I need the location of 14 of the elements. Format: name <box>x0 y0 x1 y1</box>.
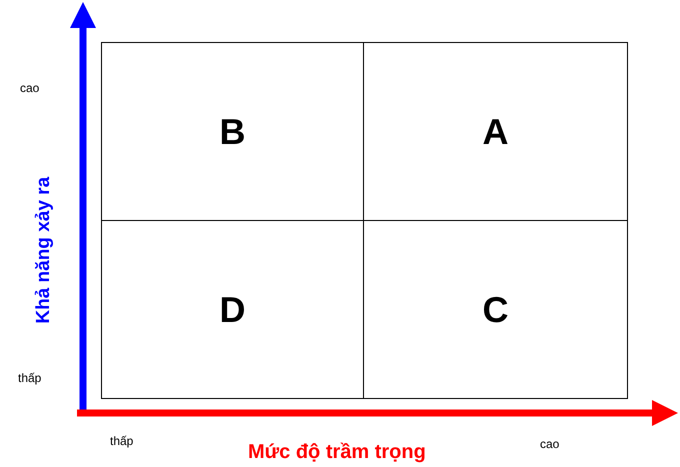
matrix-cell <box>101 220 364 399</box>
axis-tick-label: cao <box>20 80 40 97</box>
quadrant-letter: B <box>220 114 246 150</box>
axis-title: Mức độ trầm trọng <box>248 440 426 465</box>
axis-tick-label: thấp <box>110 433 134 450</box>
quadrant-letter: C <box>482 292 508 328</box>
quadrant-letter: A <box>482 114 508 150</box>
axis-tick-label: thấp <box>18 370 42 387</box>
axis-title: Khả năng xảy ra <box>32 176 55 326</box>
quadrant-letter: D <box>220 292 246 328</box>
matrix-cell <box>363 220 628 399</box>
matrix-cell <box>363 42 628 221</box>
matrix-cell <box>101 42 364 221</box>
axis-tick-label: cao <box>540 436 560 453</box>
